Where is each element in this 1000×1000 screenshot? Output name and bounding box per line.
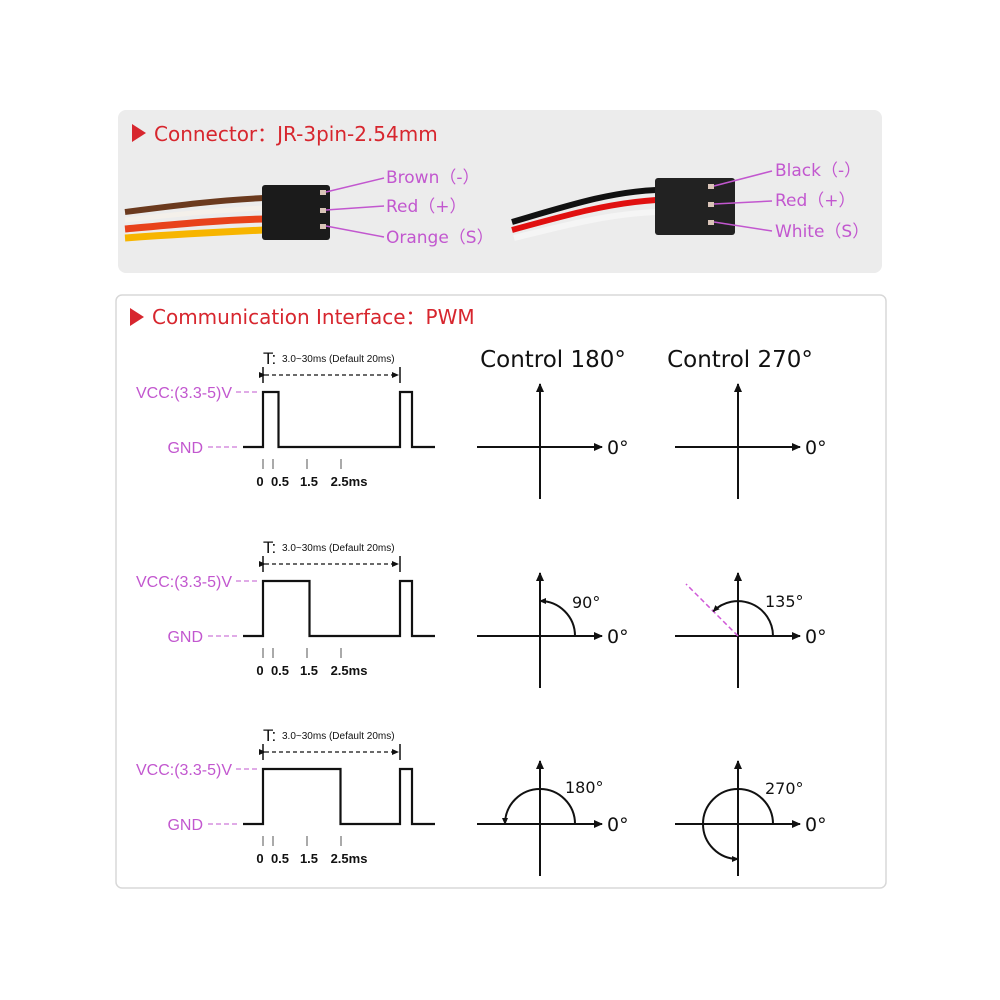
tick-label: 0 — [256, 474, 263, 489]
axis-control-270: 0° — [675, 383, 827, 499]
axis-control-180: 0° — [477, 383, 629, 499]
gnd-label: GND — [167, 629, 203, 646]
vcc-label: VCC:(3.3-5)V — [136, 762, 232, 779]
pin-label-white: White（S） — [775, 222, 869, 242]
tick-label: 2.5ms — [331, 663, 368, 678]
period-prefix: T: — [263, 726, 276, 745]
pin-label-black: Black（-） — [775, 161, 861, 181]
vcc-label: VCC:(3.3-5)V — [136, 385, 232, 402]
pin-label-red: Red（+） — [386, 197, 467, 217]
axis-control-180: 0°180° — [477, 760, 629, 876]
tick-label: 2.5ms — [331, 474, 368, 489]
tick-label: 1.5 — [300, 663, 318, 678]
pwm-waveform — [243, 767, 435, 826]
pwm-row: T: 3.0~30ms (Default 20ms) VCC:(3.3-5)V GND… — [136, 538, 827, 688]
tick-label: 0 — [256, 663, 263, 678]
angle-label: 135° — [765, 592, 804, 611]
period-prefix: T: — [263, 538, 276, 557]
header-control-180: Control 180° — [480, 347, 626, 373]
tick-label: 0.5 — [271, 851, 289, 866]
pwm-row: T: 3.0~30ms (Default 20ms) VCC:(3.3-5)V GND… — [136, 349, 827, 499]
right-connector: Black（-） Red（+） White（S） — [511, 161, 869, 242]
pin-label-red-right: Red（+） — [775, 191, 856, 211]
gnd-label: GND — [167, 440, 203, 457]
angle-label: 270° — [765, 779, 804, 798]
gnd-label: GND — [167, 817, 203, 834]
tick-label: 0 — [256, 851, 263, 866]
tick-label: 2.5ms — [331, 851, 368, 866]
axis-control-270: 0°135° — [675, 572, 827, 688]
triangle-bullet-icon — [132, 124, 146, 142]
rotation-arc — [702, 788, 774, 862]
zero-degree-label: 0° — [805, 814, 827, 836]
zero-degree-label: 0° — [607, 626, 629, 648]
rotation-arc — [712, 600, 774, 637]
pwm-waveform — [243, 390, 435, 449]
angle-label: 180° — [565, 778, 604, 797]
axis-control-270: 0°270° — [675, 760, 827, 876]
tick-label: 0.5 — [271, 474, 289, 489]
interface-panel: Communication Interface：PWM Control 180°… — [115, 294, 887, 889]
rotation-arc — [539, 598, 576, 637]
interface-title: Communication Interface：PWM — [152, 305, 475, 329]
tick-label: 1.5 — [300, 851, 318, 866]
header-control-270: Control 270° — [667, 347, 813, 373]
period-prefix: T: — [263, 349, 276, 368]
rotation-arc — [502, 788, 576, 825]
period-label: 3.0~30ms (Default 20ms) — [282, 354, 395, 365]
connector-title: Connector：JR-3pin-2.54mm — [154, 122, 438, 146]
period-label: 3.0~30ms (Default 20ms) — [282, 543, 395, 554]
left-connector: Brown（-） Red（+） Orange（S） — [124, 168, 494, 248]
period-label: 3.0~30ms (Default 20ms) — [282, 731, 395, 742]
zero-degree-label: 0° — [607, 814, 629, 836]
triangle-bullet-icon — [130, 308, 144, 326]
angle-label: 90° — [572, 593, 600, 612]
zero-degree-label: 0° — [805, 437, 827, 459]
zero-degree-label: 0° — [607, 437, 629, 459]
tick-label: 1.5 — [300, 474, 318, 489]
pin-label-orange: Orange（S） — [386, 228, 494, 248]
angle-guide-dashed — [685, 583, 739, 637]
pwm-row: T: 3.0~30ms (Default 20ms) VCC:(3.3-5)V GND… — [136, 726, 827, 876]
pwm-waveform — [243, 579, 435, 638]
pin-label-brown: Brown（-） — [386, 168, 480, 188]
zero-degree-label: 0° — [805, 626, 827, 648]
axis-control-180: 0° 90° — [477, 572, 629, 688]
tick-label: 0.5 — [271, 663, 289, 678]
connector-panel: Connector：JR-3pin-2.54mm Brown（-） Red（+）… — [118, 110, 882, 273]
vcc-label: VCC:(3.3-5)V — [136, 574, 232, 591]
